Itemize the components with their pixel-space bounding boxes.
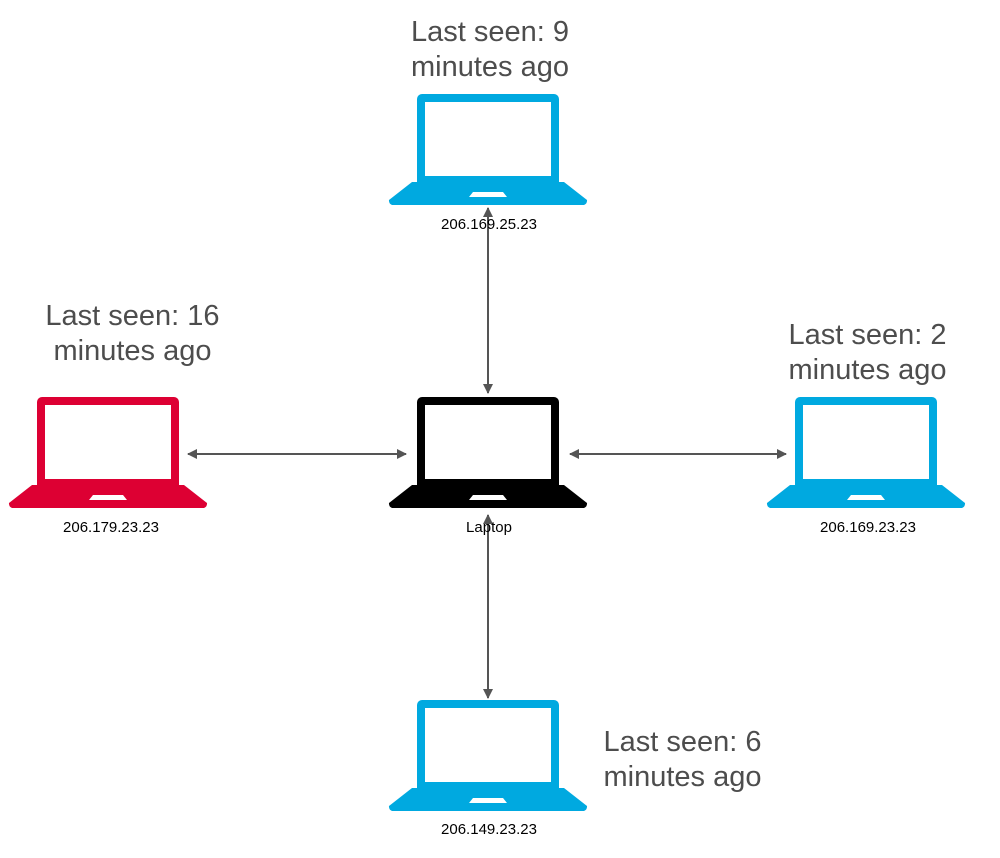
laptop-icon-left: [8, 397, 208, 508]
status-top: Last seen: 9 minutes ago: [411, 16, 569, 83]
laptop-icon-bottom: [388, 700, 588, 811]
ip-label-right: 206.169.23.23: [820, 519, 916, 536]
laptop-icon-top: [388, 94, 588, 205]
ip-label-left: 206.179.23.23: [63, 519, 159, 536]
status-right: Last seen: 2 minutes ago: [788, 319, 947, 386]
ip-label-top: 206.169.25.23: [441, 216, 537, 233]
status-bottom: Last seen: 6 minutes ago: [603, 726, 762, 793]
status-left: Last seen: 16 minutes ago: [45, 300, 220, 367]
laptop-icon-right: [766, 397, 966, 508]
ip-label-bottom: 206.149.23.23: [441, 821, 537, 838]
center-label: Laptop: [466, 519, 512, 536]
laptop-icon-center: [388, 397, 588, 508]
